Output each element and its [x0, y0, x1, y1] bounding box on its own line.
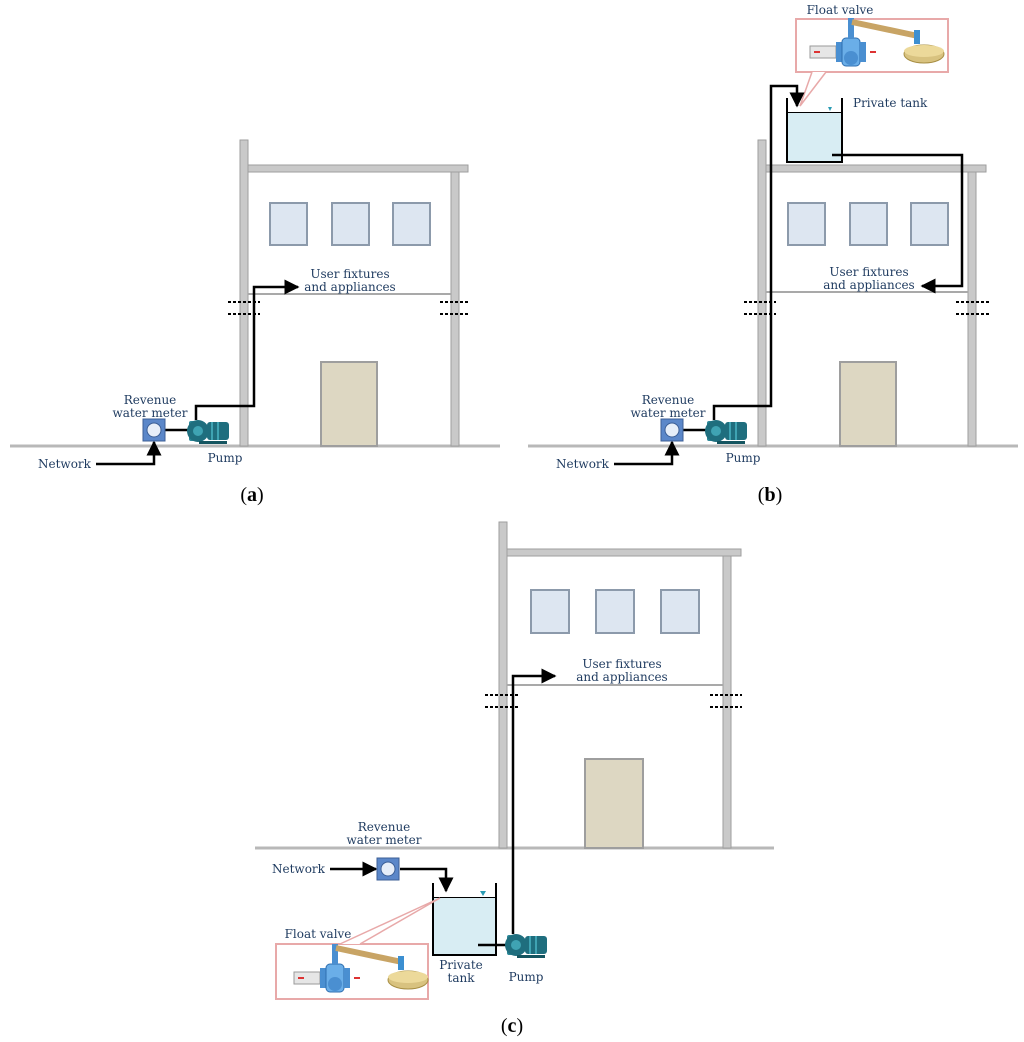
fixtures-label-1: User fixtures: [310, 267, 389, 281]
water-meter-icon: [376, 857, 400, 881]
water-meter-icon: [142, 418, 166, 442]
window: [269, 202, 308, 246]
pump-icon: [187, 420, 229, 444]
meter-label-2: water meter: [112, 406, 187, 420]
window: [849, 202, 888, 246]
network-label: Network: [556, 457, 610, 471]
window: [910, 202, 949, 246]
caption-b: (b): [758, 484, 782, 506]
left-wall: [757, 139, 767, 447]
window: [595, 589, 635, 634]
supply-pipe: [511, 668, 557, 934]
roof: [765, 164, 987, 173]
door: [320, 361, 378, 447]
water-meter-icon: [660, 418, 684, 442]
door: [839, 361, 897, 447]
pump-label: Pump: [509, 970, 544, 984]
meter-label-1: Revenue: [358, 820, 411, 834]
water-level-icon: [828, 107, 832, 111]
network-label: Network: [272, 862, 326, 876]
pump-label: Pump: [726, 451, 761, 465]
door: [584, 758, 644, 849]
window: [787, 202, 826, 246]
tank-label-2: tank: [448, 971, 476, 985]
tank-inlet-pipe: [400, 867, 454, 893]
fixtures-label-2: and appliances: [576, 670, 667, 684]
private-tank-label: Private tank: [853, 96, 928, 110]
caption-c: (c): [501, 1015, 523, 1037]
left-wall: [498, 521, 508, 849]
window: [331, 202, 370, 246]
roof: [247, 164, 469, 173]
pump-icon: [505, 934, 547, 958]
float-valve-label: Float valve: [807, 3, 874, 17]
panel-b: Float valve Private tank User fixtures a…: [528, 3, 1018, 506]
network-label: Network: [38, 457, 92, 471]
riser-pipe: [712, 84, 805, 420]
fixtures-label-1: User fixtures: [829, 265, 908, 279]
wall-break-marks: [744, 301, 990, 315]
panel-a: User fixtures and appliances Revenue wat…: [10, 139, 500, 506]
fixtures-label-2: and appliances: [304, 280, 395, 294]
network-pipe: [96, 440, 162, 466]
private-tank: [432, 896, 497, 956]
caption-a: (a): [240, 484, 263, 506]
window: [530, 589, 570, 634]
meter-label-1: Revenue: [642, 393, 695, 407]
right-wall: [450, 171, 460, 447]
network-pipe: [614, 440, 680, 466]
water-level-icon: [480, 891, 486, 896]
pump-icon: [705, 420, 747, 444]
float-valve-label: Float valve: [285, 927, 352, 941]
right-wall: [722, 555, 732, 849]
wall-break-marks: [485, 694, 742, 708]
meter-label-1: Revenue: [124, 393, 177, 407]
pump-label: Pump: [208, 451, 243, 465]
window: [392, 202, 431, 246]
downfeed-pipe: [832, 153, 964, 294]
meter-label-2: water meter: [630, 406, 705, 420]
tank-label-1: Private: [439, 958, 483, 972]
window: [660, 589, 700, 634]
roof: [506, 548, 742, 557]
fixtures-label-1: User fixtures: [582, 657, 661, 671]
panel-c: User fixtures and appliances Revenue wat…: [255, 521, 774, 1037]
left-wall: [239, 139, 249, 447]
wall-break-marks: [228, 301, 470, 315]
supply-pipe: [194, 279, 300, 420]
fixtures-label-2: and appliances: [823, 278, 914, 292]
right-wall: [967, 171, 977, 447]
meter-label-2: water meter: [346, 833, 421, 847]
